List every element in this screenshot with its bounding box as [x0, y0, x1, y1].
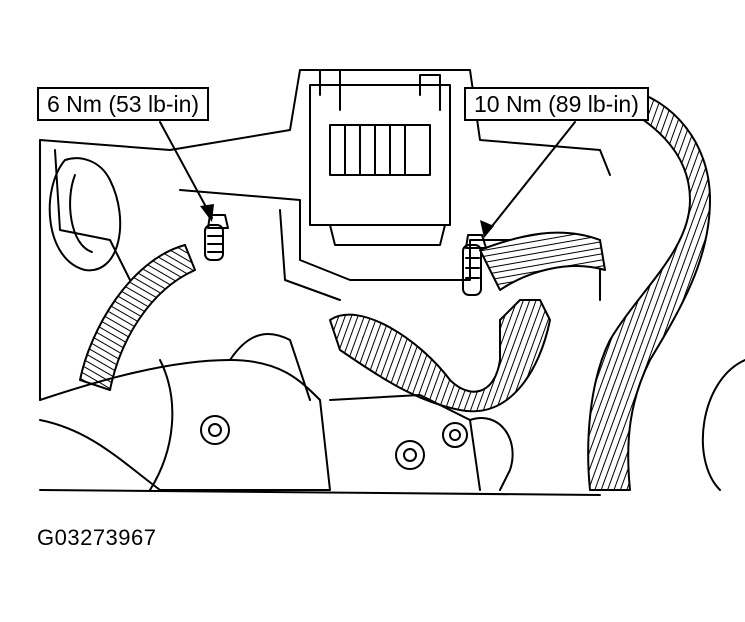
left-bolt [204, 214, 229, 261]
center-connector [309, 69, 451, 246]
center-corrugated-harness [329, 299, 551, 413]
upper-housing [39, 69, 611, 176]
left-round-part [48, 157, 122, 272]
lower-bolt-2 [395, 440, 425, 470]
right-bolt [462, 234, 487, 296]
right-upper-harness [479, 231, 606, 291]
arrowhead-left [200, 204, 214, 222]
leader-left [159, 121, 213, 219]
leader-right [484, 121, 576, 236]
torque-callout-left: 6 Nm (53 lb-in) [37, 87, 210, 121]
lower-engine-body [39, 359, 331, 491]
left-corrugated-hose [79, 244, 196, 391]
right-large-corrugated-tube [587, 89, 711, 491]
torque-callout-right: 10 Nm (89 lb-in) [464, 87, 649, 121]
arrowhead-right [480, 220, 494, 238]
lower-bolt-3 [442, 422, 468, 448]
lower-bolt-1 [200, 415, 230, 445]
figure-number: G03273967 [37, 525, 157, 550]
